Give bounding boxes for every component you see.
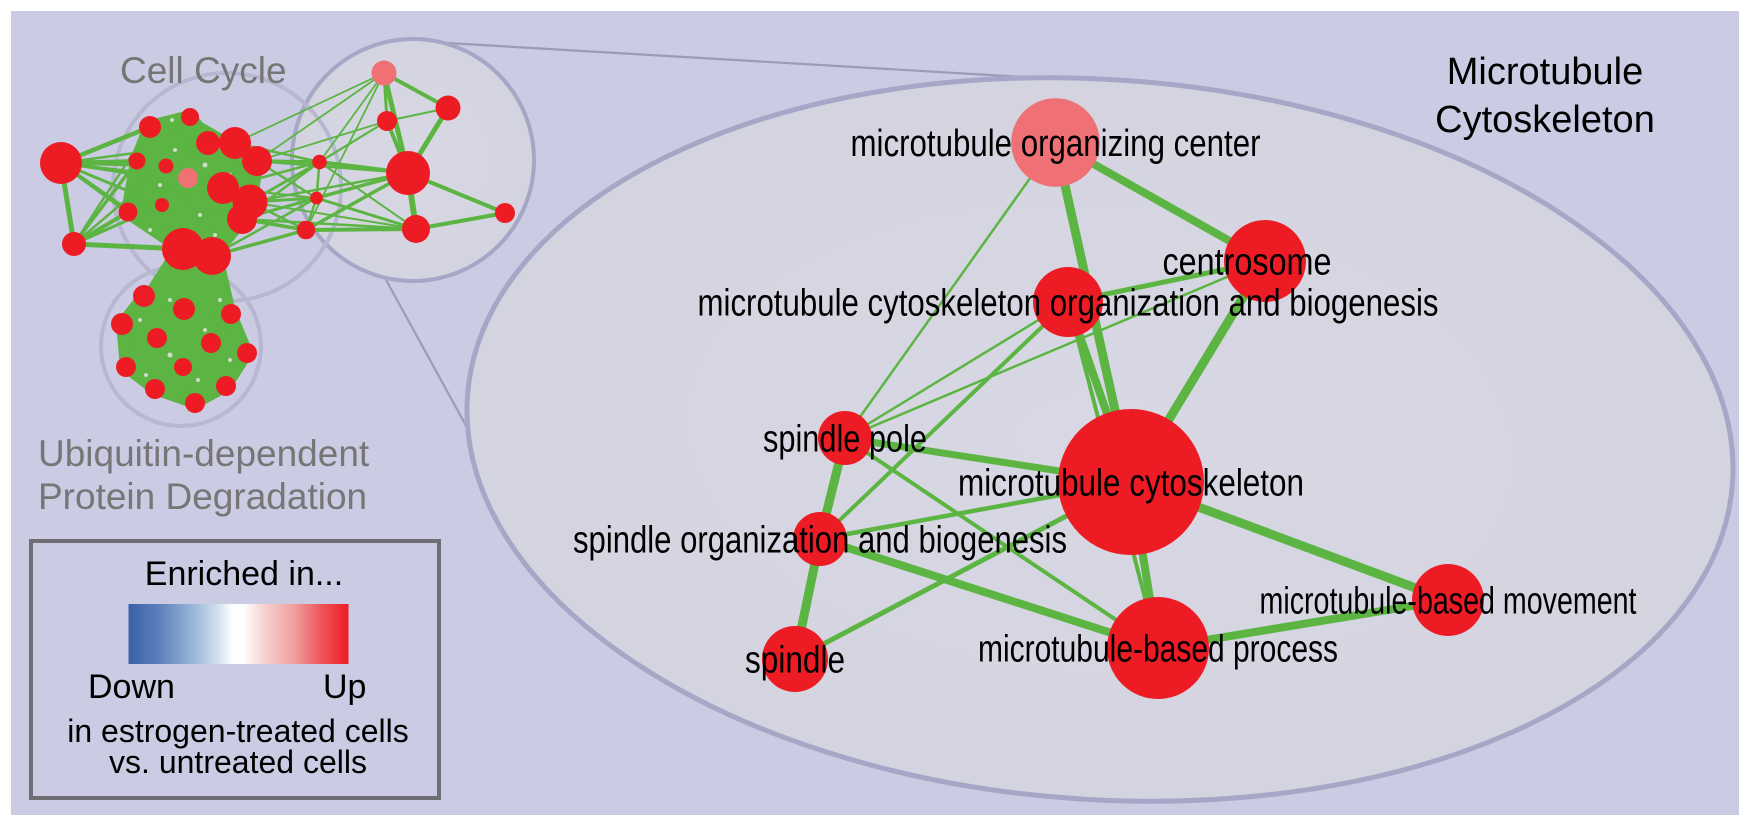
svg-text:microtubule-based process: microtubule-based process xyxy=(978,629,1338,671)
svg-text:Microtubule: Microtubule xyxy=(1447,51,1643,93)
svg-text:spindle: spindle xyxy=(745,640,845,682)
svg-text:Cell Cycle: Cell Cycle xyxy=(120,50,287,91)
svg-text:spindle organization and bioge: spindle organization and biogenesis xyxy=(573,520,1067,562)
svg-text:microtubule cytoskeleton: microtubule cytoskeleton xyxy=(958,463,1304,505)
svg-text:in estrogen-treated cells: in estrogen-treated cells xyxy=(67,713,409,749)
svg-text:microtubule-based movement: microtubule-based movement xyxy=(1260,581,1637,623)
svg-text:microtubule cytoskeleton organ: microtubule cytoskeleton organization an… xyxy=(698,283,1439,325)
svg-text:Up: Up xyxy=(323,668,366,706)
svg-text:centrosome: centrosome xyxy=(1163,242,1332,284)
svg-text:spindle pole: spindle pole xyxy=(763,419,927,461)
svg-text:Protein Degradation: Protein Degradation xyxy=(38,476,367,517)
svg-text:Cytoskeleton: Cytoskeleton xyxy=(1435,99,1655,141)
svg-text:Ubiquitin-dependent: Ubiquitin-dependent xyxy=(38,433,370,474)
svg-text:Enriched in...: Enriched in... xyxy=(145,555,343,593)
svg-text:microtubule organizing center: microtubule organizing center xyxy=(851,123,1261,165)
svg-text:Down: Down xyxy=(88,668,175,706)
svg-text:vs. untreated cells: vs. untreated cells xyxy=(109,744,367,780)
